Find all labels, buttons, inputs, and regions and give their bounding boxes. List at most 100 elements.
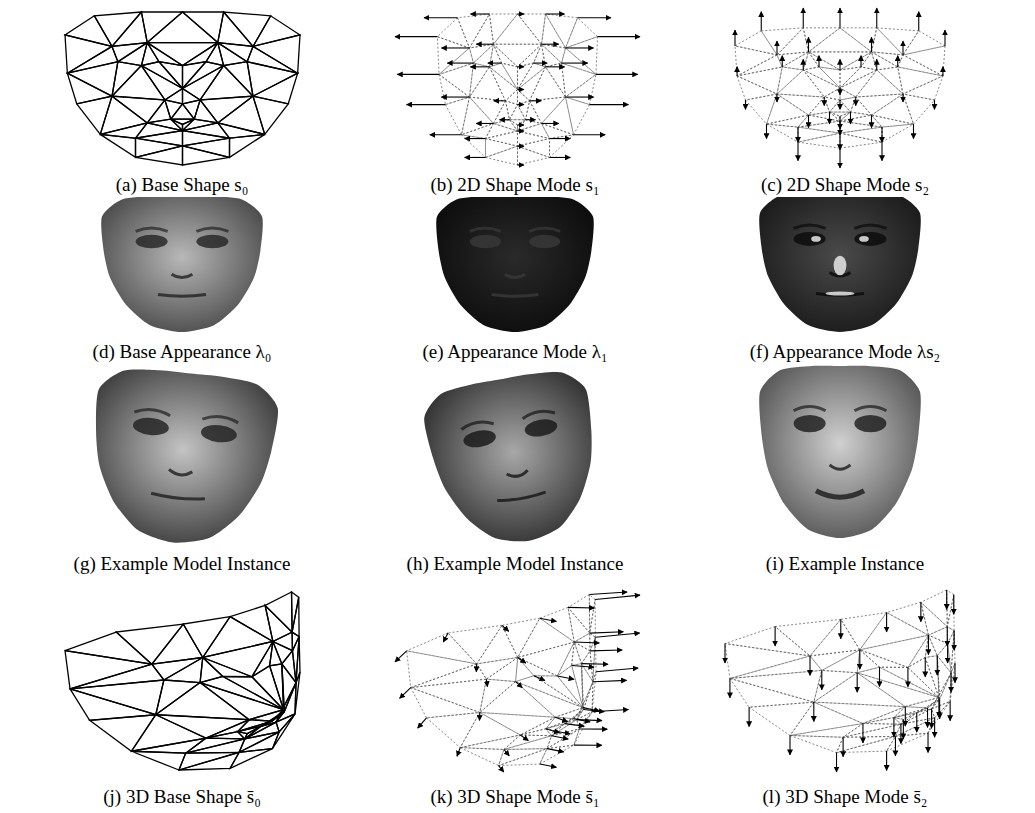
mesh-triangle — [550, 135, 574, 158]
mesh-triangle — [502, 618, 540, 657]
face-brow — [794, 406, 826, 410]
mesh-triangle — [485, 131, 517, 146]
mode-arrow — [839, 148, 840, 168]
mode-arrow — [879, 667, 880, 686]
mesh-triangle — [457, 14, 489, 48]
mode-arrow — [808, 37, 809, 52]
mesh-triangle — [469, 63, 489, 97]
mesh-triangle — [566, 97, 590, 135]
mesh-triangle — [540, 745, 574, 764]
mode-arrow — [589, 592, 627, 594]
mesh-triangle — [526, 101, 542, 124]
mesh-triangle — [840, 52, 872, 70]
mesh-triangle — [252, 666, 284, 710]
mesh-triangle — [798, 127, 840, 142]
mesh-triangle — [863, 718, 901, 725]
mode-arrow — [862, 723, 863, 742]
mode-arrow — [839, 59, 840, 70]
mode-arrow — [893, 718, 894, 737]
mesh-triangle — [171, 104, 195, 119]
mode-arrow — [499, 766, 504, 772]
mode-arrow — [574, 745, 602, 746]
mesh-triangle — [516, 682, 583, 718]
mesh-triangle — [782, 52, 808, 70]
mesh-triangle — [200, 676, 283, 709]
figure-caption: (j) 3D Base Shape s̄₀ — [101, 785, 263, 809]
mode-arrow — [925, 657, 926, 676]
mesh-triangle — [840, 121, 882, 133]
mesh-triangle — [407, 633, 477, 664]
mode-arrow — [857, 673, 858, 692]
mesh-triangle — [100, 96, 147, 134]
mesh-triangle — [589, 594, 595, 633]
mesh-triangle — [860, 635, 929, 667]
mode-arrow — [516, 682, 523, 688]
face-nose — [169, 469, 193, 476]
appearance-mode-image — [436, 196, 594, 332]
mesh-triangle — [837, 736, 896, 752]
mode-arrow — [568, 607, 595, 609]
mode-arrow — [518, 164, 524, 165]
mesh-triangle — [518, 67, 546, 101]
mesh-triangle — [566, 74, 596, 104]
mesh-triangle — [730, 678, 814, 707]
mesh-triangle — [790, 702, 863, 735]
mesh-triangle — [856, 70, 903, 97]
mesh-triangle — [448, 625, 502, 664]
face-eye — [462, 428, 497, 450]
mesh-triangle — [200, 96, 253, 123]
mesh-triangle — [857, 650, 879, 673]
mesh-triangle — [798, 115, 840, 127]
face-eye — [794, 415, 826, 432]
mesh-triangle — [830, 100, 851, 112]
mesh-triangle — [485, 123, 517, 138]
mode-arrow — [839, 8, 840, 28]
mesh-triangle — [437, 18, 469, 48]
mode-arrow — [598, 36, 640, 37]
mesh-triangle — [898, 67, 943, 94]
mesh-triangle — [737, 67, 782, 94]
mode-arrow — [886, 613, 887, 632]
face-texture — [759, 192, 921, 332]
mode-arrow — [470, 13, 489, 14]
mesh-triangle — [141, 12, 182, 43]
mode-arrow — [590, 649, 622, 651]
mesh-triangle — [777, 28, 809, 55]
base-appearance-image — [101, 196, 263, 332]
mesh-triangle — [798, 121, 840, 133]
face-eye — [200, 423, 238, 444]
mode-arrow — [476, 44, 493, 45]
mesh-triangle — [898, 55, 943, 76]
mesh-triangle — [725, 644, 810, 679]
face-eye — [132, 416, 170, 437]
mesh-triangle — [183, 123, 230, 138]
mode-arrow — [737, 67, 738, 76]
mesh-triangle — [735, 31, 777, 55]
mode-arrow — [470, 66, 489, 67]
mesh-triangle — [948, 631, 955, 673]
mesh-triangle — [568, 607, 590, 642]
shape-mode-3d-mesh — [395, 592, 640, 772]
face-eye — [136, 235, 168, 249]
mode-arrow — [534, 63, 548, 64]
mesh-triangle — [592, 672, 596, 712]
mode-arrow — [876, 8, 877, 28]
face-eye — [196, 235, 228, 249]
mode-arrow — [942, 67, 943, 76]
mode-arrow — [913, 124, 914, 139]
mode-arrow — [418, 718, 427, 728]
mesh-triangle — [542, 14, 566, 48]
mesh-triangle — [239, 732, 279, 752]
mode-arrow — [590, 104, 629, 105]
mesh-triangle — [921, 602, 947, 635]
mesh-triangle — [486, 657, 517, 681]
mode-arrow — [775, 627, 776, 646]
mode-arrow — [499, 119, 509, 120]
mode-arrow — [839, 88, 840, 95]
mesh-triangle — [194, 100, 218, 123]
mode-arrow — [897, 56, 898, 67]
mesh-triangle — [131, 751, 185, 770]
mesh-triangle — [200, 66, 253, 100]
